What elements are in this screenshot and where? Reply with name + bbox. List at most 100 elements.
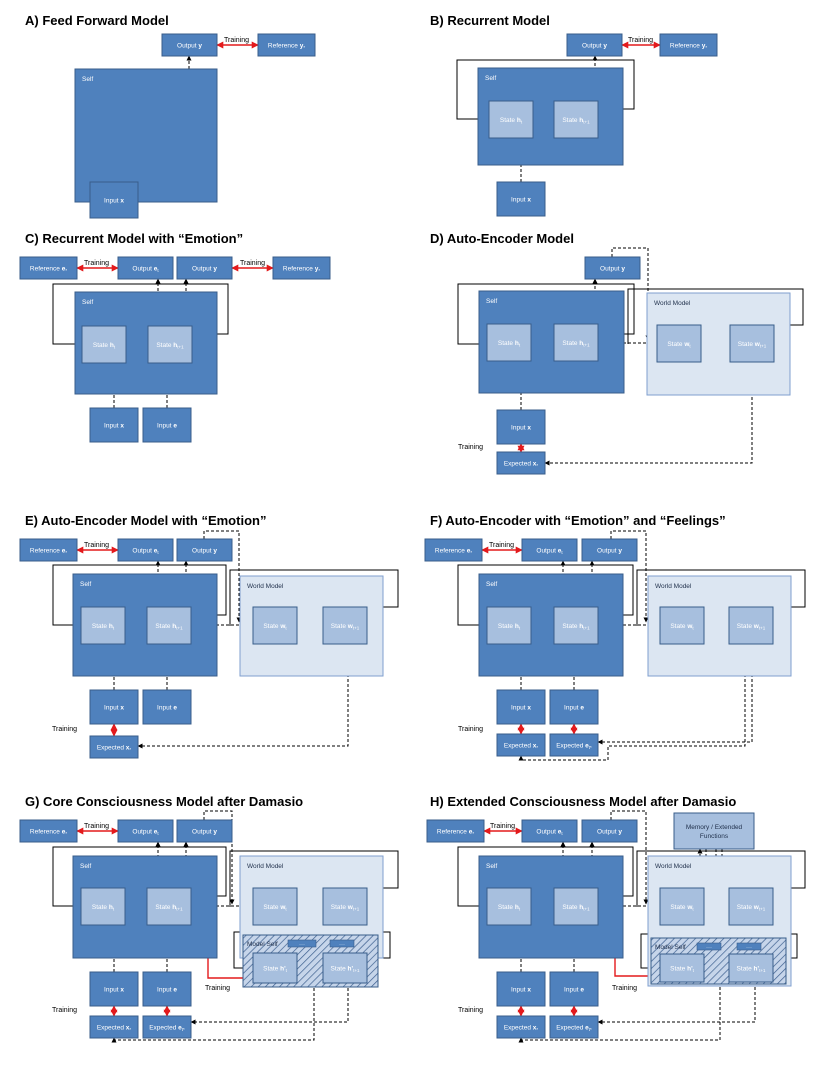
f-state-w1-label: State wt+1 bbox=[737, 623, 766, 631]
g-state-h-label: State ht bbox=[92, 904, 115, 912]
e-input-e bbox=[142, 689, 192, 725]
g-output-e bbox=[117, 819, 174, 843]
e-output-e bbox=[117, 538, 174, 562]
h-reference-e-label-symbol: e bbox=[469, 828, 473, 835]
b-reference-y-label-prefix: Reference bbox=[670, 42, 702, 49]
h-state-h1 bbox=[553, 887, 599, 926]
g-input-x-label-prefix: Input bbox=[104, 986, 120, 993]
f-input-e-label-prefix: Input bbox=[564, 704, 580, 711]
b-state-h-label: State ht bbox=[500, 117, 523, 125]
g-state-hp1 bbox=[322, 952, 368, 984]
h-input-x-label-prefix: Input bbox=[511, 986, 527, 993]
a-output-y-label-prefix: Output bbox=[177, 42, 198, 49]
e-state-w1-label: State wt+1 bbox=[331, 623, 360, 631]
h-output-y-label-symbol: y bbox=[618, 828, 622, 835]
c-input-x-label: Input x bbox=[104, 422, 124, 429]
g-expected-x-label-prefix: Expected bbox=[97, 1024, 126, 1031]
h-state-hp1-label-prefix: State bbox=[737, 965, 754, 972]
g-output-e-label-sub: t bbox=[157, 831, 159, 836]
e-recur bbox=[52, 564, 227, 628]
g-state-hp bbox=[252, 952, 298, 984]
c-state-h-label-prefix: State bbox=[93, 342, 110, 349]
c-output-e-label-prefix: Output bbox=[132, 265, 153, 272]
b-state-h-label-sub: t bbox=[521, 119, 523, 124]
c-reference-e-label: Reference e* bbox=[30, 265, 67, 273]
c-input-e-label-prefix: Input bbox=[157, 422, 173, 429]
b-reference-y-label: Reference y* bbox=[670, 42, 707, 50]
d-input-x-label-symbol: x bbox=[527, 424, 531, 431]
a-reference-y bbox=[257, 33, 316, 57]
g-self-label: Self bbox=[80, 863, 91, 870]
panel-title-E: E) Auto-Encoder Model with “Emotion” bbox=[25, 513, 266, 528]
b-output-y-label: Output y bbox=[582, 42, 607, 49]
g-out-loop bbox=[203, 810, 235, 905]
f-training-e-label: Training bbox=[489, 542, 514, 549]
h-out-loop bbox=[610, 810, 649, 905]
c-output-e-label: Output et bbox=[132, 265, 159, 273]
h-state-w1-label: State wt+1 bbox=[737, 904, 766, 912]
h-reference-e bbox=[426, 819, 485, 843]
d-state-w1-label-sub: t+1 bbox=[760, 343, 767, 348]
h-state-w-label-sub: t bbox=[692, 906, 694, 911]
f-state-w-label-symbol: w bbox=[686, 623, 693, 630]
d-state-h-label-symbol: h bbox=[515, 340, 519, 347]
f-state-w1-label-prefix: State bbox=[737, 623, 754, 630]
d-expected-x-label: Expected x* bbox=[504, 460, 539, 468]
g-reference-e bbox=[19, 819, 78, 843]
f-input-x bbox=[496, 689, 546, 725]
h-output-e-label: Output et bbox=[536, 828, 563, 836]
d-self-label: Self bbox=[486, 298, 497, 305]
g-recur bbox=[52, 846, 227, 909]
h-training-label: Training bbox=[458, 1007, 483, 1014]
f-input-x-label-prefix: Input bbox=[511, 704, 527, 711]
e-state-h-label: State ht bbox=[92, 623, 115, 631]
e-state-w1-label-sub: t+1 bbox=[353, 625, 360, 630]
f-expected-e bbox=[549, 733, 599, 757]
a-self-label: Self bbox=[82, 76, 93, 83]
a-input-x bbox=[89, 181, 139, 219]
f-training-label: Training bbox=[458, 726, 483, 733]
g-state-hp-label-prefix: State bbox=[263, 965, 280, 972]
c-reference-e-label-sub: * bbox=[65, 268, 67, 273]
e-output-y-label: Output y bbox=[192, 547, 217, 554]
f-state-w1-label-symbol: w bbox=[753, 623, 760, 630]
f-output-e-label-symbol: e bbox=[558, 547, 562, 554]
g-state-w1-label-sub: t+1 bbox=[353, 906, 360, 911]
e-input-x bbox=[89, 689, 139, 725]
g-state-hp1-label-sub: t+1 bbox=[353, 968, 360, 973]
h-state-w-label-symbol: w bbox=[686, 904, 693, 911]
b-input-x bbox=[496, 181, 546, 217]
c-output-e-label-sub: t bbox=[157, 268, 159, 273]
e-reference-e bbox=[19, 538, 78, 562]
f-recur bbox=[457, 564, 634, 628]
e-state-h1 bbox=[146, 606, 192, 645]
c-state-h1-label-prefix: State bbox=[156, 342, 173, 349]
b-state-h-label-prefix: State bbox=[500, 117, 517, 124]
h-model-self-bar-2 bbox=[736, 942, 762, 951]
d-input-x-label: Input x bbox=[511, 424, 531, 431]
h-expected-x bbox=[496, 1015, 546, 1039]
h-expected-e-label-symbol: e bbox=[585, 1024, 589, 1031]
f-expected-x-label-prefix: Expected bbox=[504, 742, 533, 749]
h-bar-1-text: ...... bbox=[706, 945, 712, 949]
d-state-w bbox=[656, 324, 702, 363]
c-reference-e-label-symbol: e bbox=[62, 265, 66, 272]
e-output-y-label-symbol: y bbox=[213, 547, 217, 554]
h-model-self-label: Model Self bbox=[655, 944, 686, 951]
g-reference-e-label-prefix: Reference bbox=[30, 828, 62, 835]
c-state-h-label-sub: t bbox=[114, 344, 116, 349]
e-output-y-label-prefix: Output bbox=[192, 547, 213, 554]
h-state-w1-label-symbol: w bbox=[753, 904, 760, 911]
g-output-y bbox=[176, 819, 233, 843]
c-state-h-label: State ht bbox=[93, 342, 116, 350]
e-state-h1-label: State ht+1 bbox=[155, 623, 183, 631]
g-state-w-label-prefix: State bbox=[263, 904, 280, 911]
h-memory-text-1: Memory / Extended bbox=[686, 824, 743, 831]
g-output-e-label: Output et bbox=[132, 828, 159, 836]
d-expected-x-label-prefix: Expected bbox=[504, 460, 533, 467]
d-state-w1-label-prefix: State bbox=[738, 341, 755, 348]
d-state-h1-label-prefix: State bbox=[562, 340, 579, 347]
e-expected-x bbox=[89, 735, 139, 759]
g-state-hp1-label: State h't+1 bbox=[331, 965, 360, 973]
g-output-e-label-symbol: e bbox=[154, 828, 158, 835]
